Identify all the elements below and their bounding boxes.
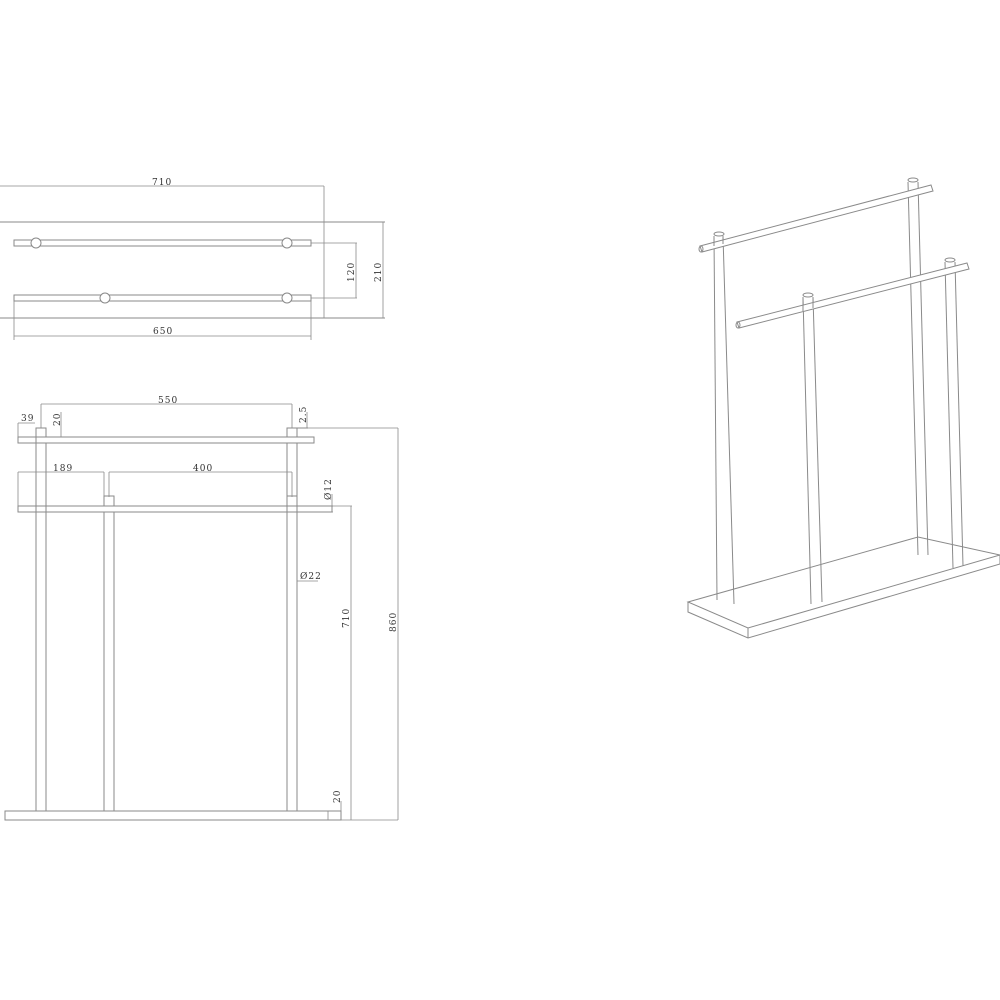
dim-20-top: 20 bbox=[53, 413, 63, 426]
base-plate-iso bbox=[686, 536, 1000, 629]
dim-210: 210 bbox=[374, 262, 384, 282]
upper-bar-front bbox=[17, 436, 315, 444]
isometric-view bbox=[686, 177, 1000, 639]
base-plate-front bbox=[4, 810, 342, 821]
dim-post-diameter: Ø22 bbox=[300, 571, 322, 582]
dim-bar-diameter: Ø12 bbox=[323, 478, 334, 500]
dim-39: 39 bbox=[21, 414, 34, 424]
top-view: 710 650 120 210 bbox=[0, 178, 385, 340]
bottom-towel-bar bbox=[13, 294, 312, 302]
top-towel-bar bbox=[13, 239, 312, 247]
dim-860: 860 bbox=[389, 612, 399, 632]
dim-710-height: 710 bbox=[342, 608, 352, 628]
dim-189: 189 bbox=[53, 464, 73, 474]
front-view: 550 39 20 2.5 860 189 400 bbox=[4, 396, 399, 821]
dim-2-5: 2.5 bbox=[299, 406, 309, 423]
dim-550: 550 bbox=[158, 396, 178, 406]
dim-120: 120 bbox=[347, 262, 357, 282]
lower-bar-iso bbox=[736, 262, 970, 329]
upper-bar-iso bbox=[699, 184, 934, 253]
lower-bar-front bbox=[17, 505, 333, 513]
dim-650: 650 bbox=[153, 327, 173, 337]
dim-710: 710 bbox=[152, 178, 172, 188]
dim-400: 400 bbox=[193, 464, 213, 474]
dim-20-base: 20 bbox=[333, 790, 343, 803]
